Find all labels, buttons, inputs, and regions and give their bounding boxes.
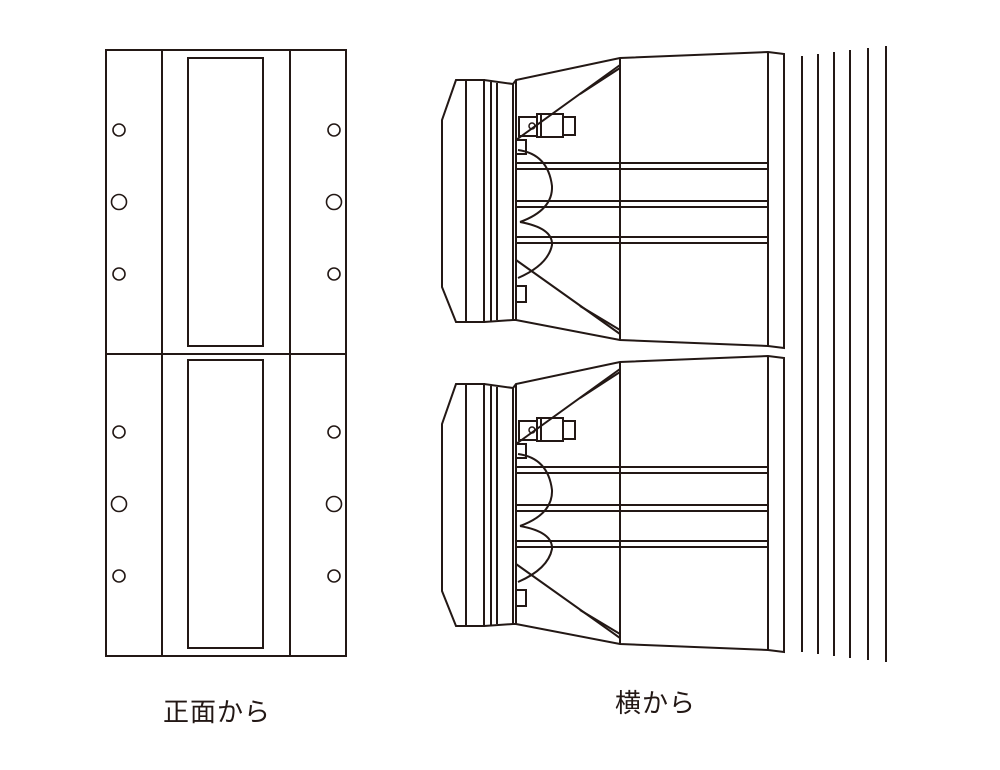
mount-hole xyxy=(325,193,343,211)
mount-hole xyxy=(110,495,128,513)
front-panel-lower xyxy=(187,359,264,649)
mount-hole xyxy=(325,495,343,513)
sound-wave-lines xyxy=(801,46,887,662)
side-module-upper xyxy=(441,51,785,349)
front-mount-holes xyxy=(110,123,343,583)
front-view-caption: 正面から xyxy=(163,698,272,728)
side-view xyxy=(441,46,887,662)
mount-hole xyxy=(327,569,341,583)
mount-hole xyxy=(112,569,126,583)
front-view xyxy=(105,49,347,657)
mount-hole xyxy=(327,267,341,281)
front-panel-upper xyxy=(187,57,264,347)
mount-hole xyxy=(112,123,126,137)
mount-hole xyxy=(327,425,341,439)
side-module-lower xyxy=(441,355,785,653)
mount-hole xyxy=(327,123,341,137)
mount-hole xyxy=(112,425,126,439)
side-view-caption: 横から xyxy=(615,689,697,719)
mount-hole xyxy=(112,267,126,281)
mount-hole xyxy=(110,193,128,211)
